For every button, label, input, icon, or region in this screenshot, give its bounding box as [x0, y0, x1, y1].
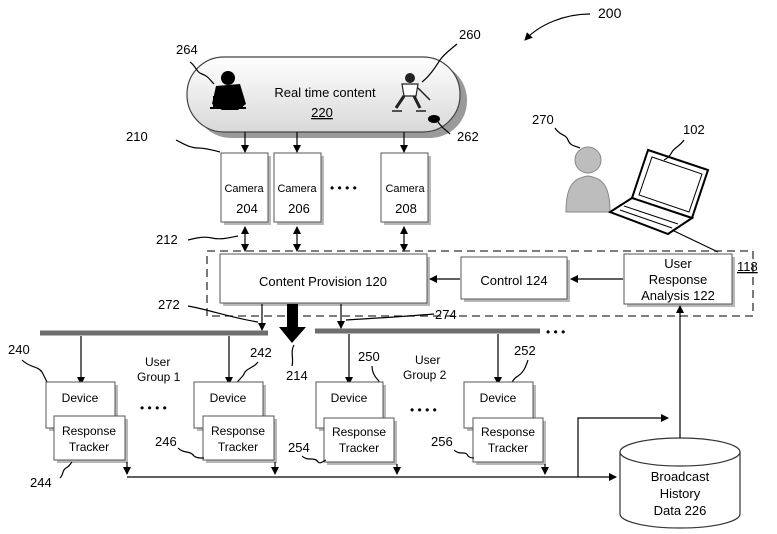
- control-box: Control 124: [460, 256, 570, 302]
- real-time-content-title: Real time content: [274, 85, 376, 100]
- content-provision-box: Content Provision 120: [219, 253, 430, 306]
- ref-240: 240: [8, 342, 30, 357]
- tracker-254-line2: Tracker: [339, 441, 379, 455]
- arrow-responses-to-cylinder: [577, 414, 669, 477]
- leader-214: [291, 344, 295, 367]
- leader-264: [189, 61, 215, 85]
- ref-118: 118: [737, 259, 758, 274]
- ref-250: 250: [358, 349, 380, 364]
- response-tracker-246: Response Tracker: [202, 415, 277, 463]
- user-response-line2: Response: [649, 272, 708, 287]
- user-group-1-line1: User: [145, 355, 170, 369]
- user-group-1-line2: Group 1: [137, 370, 181, 384]
- hockey-goalie-icon: [210, 71, 246, 110]
- leader-272: [187, 305, 259, 323]
- broadcast-line1: Broadcast: [651, 469, 710, 484]
- hockey-skater-icon: [392, 73, 431, 112]
- user-response-line3: Analysis 122: [641, 288, 715, 303]
- ref-242: 242: [250, 345, 272, 360]
- device-242-label: Device: [210, 391, 247, 405]
- device-240-label: Device: [62, 391, 99, 405]
- ref-272: 272: [158, 297, 180, 312]
- user-group-2-line2: Group 2: [403, 368, 447, 382]
- tracker-256-line2: Tracker: [488, 441, 528, 455]
- response-tracker-256: Response Tracker: [472, 417, 546, 465]
- device-250-label: Device: [331, 391, 368, 405]
- camera-204: Camera 204: [220, 152, 271, 225]
- group-2-ellipsis: • • • •: [410, 403, 437, 417]
- ref-262: 262: [457, 129, 479, 144]
- leader-244: [59, 461, 73, 479]
- cameras-ellipsis: • • • •: [330, 181, 357, 195]
- laptop-icon: [607, 148, 710, 236]
- user-response-line1: User: [664, 256, 692, 271]
- leader-262: [437, 121, 451, 135]
- camera-206-label: Camera: [277, 183, 317, 195]
- camera-204-label: Camera: [224, 183, 264, 195]
- ref-102: 102: [683, 122, 705, 137]
- ref-210: 210: [126, 129, 148, 144]
- response-tracker-244: Response Tracker: [53, 415, 128, 463]
- leader-260: [421, 43, 458, 83]
- ref-214: 214: [286, 368, 308, 383]
- camera-208: Camera 208: [380, 152, 431, 225]
- tracker-246-line2: Tracker: [218, 440, 258, 454]
- leader-254: [301, 455, 327, 464]
- camera-206: Camera 206: [273, 152, 324, 225]
- user-response-analysis-box: User Response Analysis 122: [623, 253, 735, 307]
- puck-icon: [428, 115, 440, 123]
- ref-270: 270: [532, 112, 554, 127]
- ref-244: 244: [30, 475, 52, 490]
- tracker-254-line1: Response: [332, 425, 386, 439]
- content-provision-label: Content Provision 120: [259, 274, 387, 289]
- ref-254: 254: [288, 440, 310, 455]
- real-time-content-ref: 220: [311, 105, 333, 120]
- broadcast-arrow-214: [279, 304, 306, 343]
- leader-102: [663, 139, 685, 161]
- camera-204-ref: 204: [236, 201, 258, 216]
- camera-208-label: Camera: [385, 183, 425, 195]
- leader-242: [235, 361, 259, 385]
- leader-256: [453, 449, 475, 459]
- camera-206-ref: 206: [288, 201, 310, 216]
- leader-212: [187, 235, 239, 241]
- camera-208-ref: 208: [395, 201, 417, 216]
- bus-ellipsis: • • •: [546, 325, 565, 339]
- tracker-244-line1: Response: [62, 424, 116, 438]
- real-time-content: Real time content 220: [186, 56, 467, 138]
- response-tracker-254: Response Tracker: [323, 417, 397, 465]
- leader-270: [554, 127, 581, 149]
- leader-240: [21, 359, 49, 385]
- ref-260: 260: [459, 27, 481, 42]
- leader-246: [177, 447, 205, 459]
- tracker-256-line1: Response: [481, 425, 535, 439]
- ref-246: 246: [155, 434, 177, 449]
- ref-252: 252: [514, 343, 536, 358]
- control-label: Control 124: [480, 273, 547, 288]
- ref-212: 212: [156, 232, 178, 247]
- leader-274: [345, 313, 435, 321]
- tracker-246-line1: Response: [211, 424, 265, 438]
- broadcast-line2: History: [660, 486, 701, 501]
- tracker-244-line2: Tracker: [69, 440, 109, 454]
- group-1-ellipsis: • • • •: [140, 401, 167, 415]
- ref-256: 256: [431, 434, 453, 449]
- broadcast-history-cylinder: Broadcast History Data 226: [619, 437, 741, 529]
- figure-pointer-arrow: [524, 13, 591, 41]
- ref-264: 264: [176, 42, 198, 57]
- ref-274: 274: [435, 307, 457, 322]
- device-252-label: Device: [480, 391, 517, 405]
- broadcast-line3: Data 226: [654, 503, 707, 518]
- user-group-2-line1: User: [415, 353, 440, 367]
- system-boundary-118: [206, 250, 754, 317]
- figure-number: 200: [598, 5, 622, 21]
- laptop-connection: [671, 229, 719, 253]
- leader-210: [175, 139, 221, 153]
- user-person-icon: [565, 146, 611, 213]
